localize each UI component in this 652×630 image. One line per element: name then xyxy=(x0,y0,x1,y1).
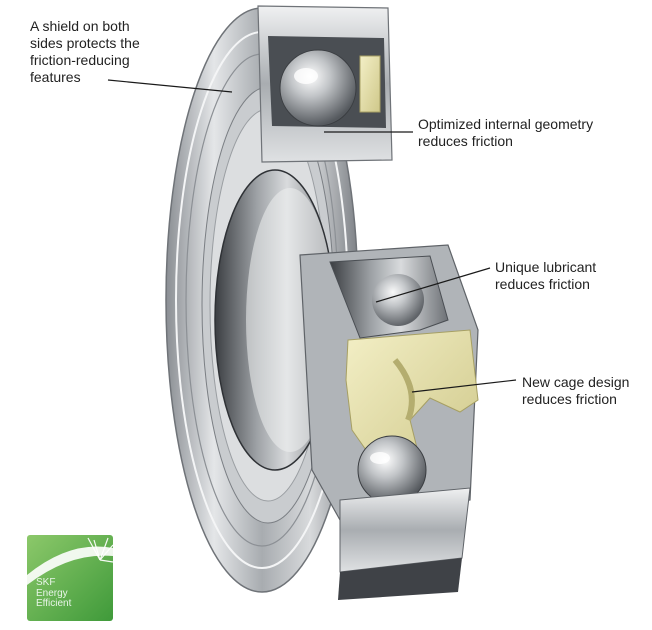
leader-lines xyxy=(107,79,517,393)
skf-energy-efficient-logo xyxy=(27,535,114,621)
leader-cage xyxy=(411,379,517,393)
callout-internal-geometry: Optimized internal geometry reduces fric… xyxy=(418,116,594,149)
logo-text: SKF Energy Efficient xyxy=(36,577,72,609)
lower-cutaway-section xyxy=(299,244,479,600)
callout-lubricant: Unique lubricant reduces friction xyxy=(495,259,597,292)
upper-cutaway-section xyxy=(257,5,393,163)
callout-shield: A shield on both sides protects the fric… xyxy=(30,18,140,85)
leader-shield xyxy=(107,79,233,93)
leader-lubricant xyxy=(375,267,491,303)
callout-cage-design: New cage design reduces friction xyxy=(522,374,630,407)
